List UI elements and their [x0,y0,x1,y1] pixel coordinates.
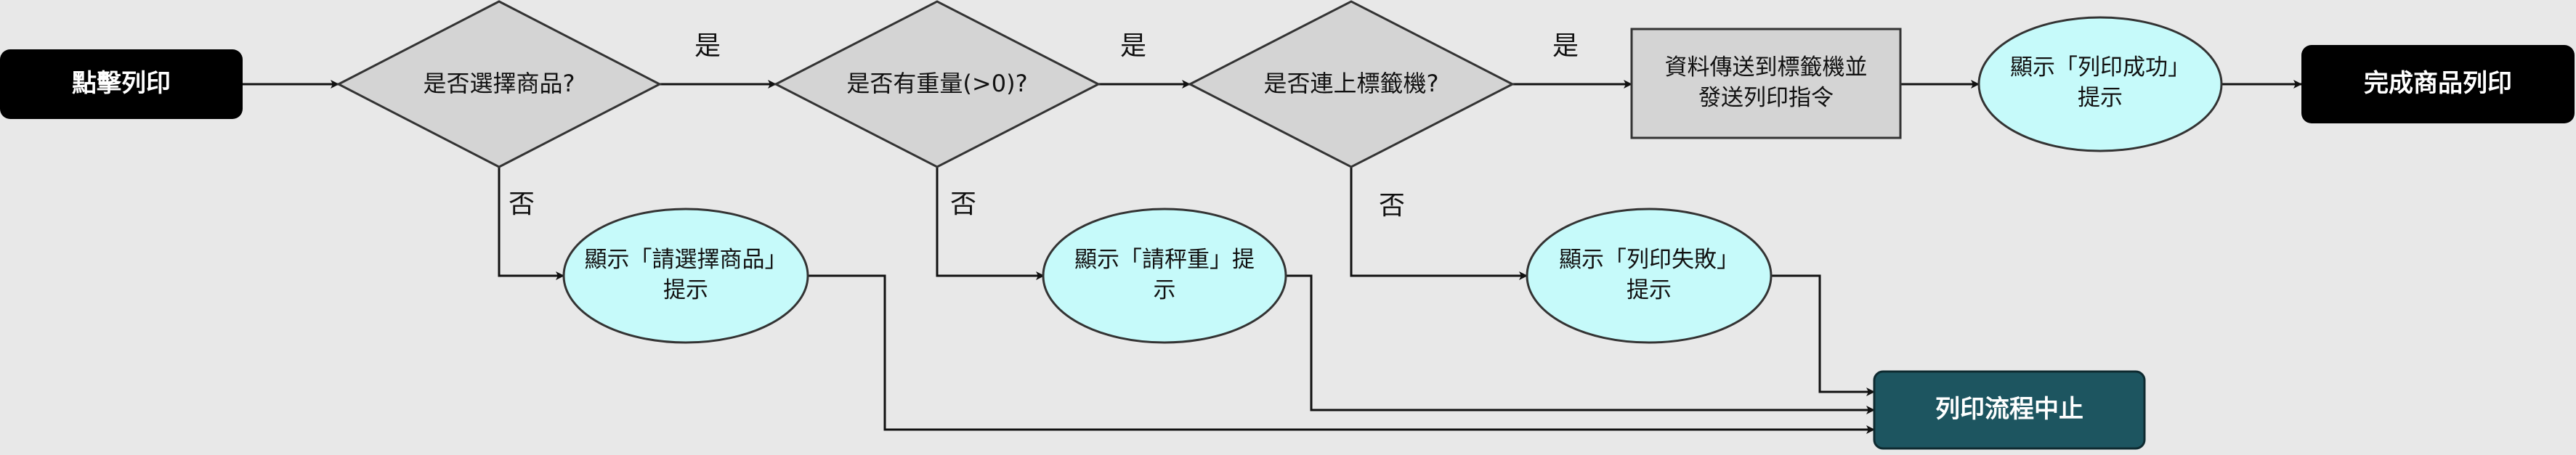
end-node-label: 完成商品列印 [2301,45,2575,123]
end-node [2301,45,2575,123]
success-alert-text: 顯示「列印成功」 提示 [2010,54,2190,111]
decision-3-label: 是否連上標籤機? [1229,44,1473,125]
alert-select-node [562,208,809,344]
decision-3-text: 是否連上標籤機? [1263,70,1439,98]
decision-2-text: 是否有重量(>0)? [846,70,1028,98]
start-node-label: 點擊列印 [0,49,243,119]
edge-alert-weigh-to-stop [1286,274,1875,414]
decision-1-text: 是否選擇商品? [423,70,575,98]
alert-fail-node [1526,208,1773,344]
alert-weigh-label: 顯示「請秤重」提 示 [1046,218,1283,334]
stop-node-label: 列印流程中止 [1874,372,2144,448]
alert-fail-label: 顯示「列印失敗」 提示 [1528,218,1770,334]
decision-2-label: 是否有重量(>0)? [815,44,1059,125]
edge-label-yes-1: 是 [694,31,721,61]
edge-label-yes-2: 是 [1120,31,1147,61]
alert-weigh-text: 顯示「請秤重」提 示 [1074,247,1255,303]
edge-alert-select-to-stop [808,274,1875,434]
stop-node [1873,370,2146,450]
success-alert-node [1977,16,2223,152]
alert-select-label: 顯示「請選擇商品」 提示 [564,218,808,334]
edge-label-no-2: 否 [950,189,977,219]
decision-node-1 [336,0,663,168]
edge-label-yes-3: 是 [1552,31,1579,61]
decision-1-label: 是否選擇商品? [378,44,620,125]
edge-decision3-no [1350,167,1528,280]
start-node-text: 點擊列印 [72,69,171,99]
alert-weigh-node [1042,208,1287,344]
end-node-text: 完成商品列印 [2364,69,2512,99]
start-node [0,49,243,119]
success-alert-label: 顯示「列印成功」 提示 [1986,29,2214,138]
process-label: 資料傳送到標籤機並 發送列印指令 [1632,29,1900,138]
edge-label-no-3: 否 [1379,191,1406,221]
alert-fail-text: 顯示「列印失敗」 提示 [1559,247,1739,303]
edge-alert-fail-to-stop [1771,274,1875,396]
process-text: 資料傳送到標籤機並 發送列印指令 [1664,54,1868,111]
decision-node-3 [1187,0,1515,168]
process-node [1630,28,1902,139]
edge-label-no-1: 否 [509,189,535,219]
alert-select-text: 顯示「請選擇商品」 提示 [584,247,787,303]
edge-decision1-no [498,167,564,280]
stop-node-text: 列印流程中止 [1935,395,2083,425]
decision-node-2 [773,0,1101,168]
edge-decision2-no [936,167,1045,280]
